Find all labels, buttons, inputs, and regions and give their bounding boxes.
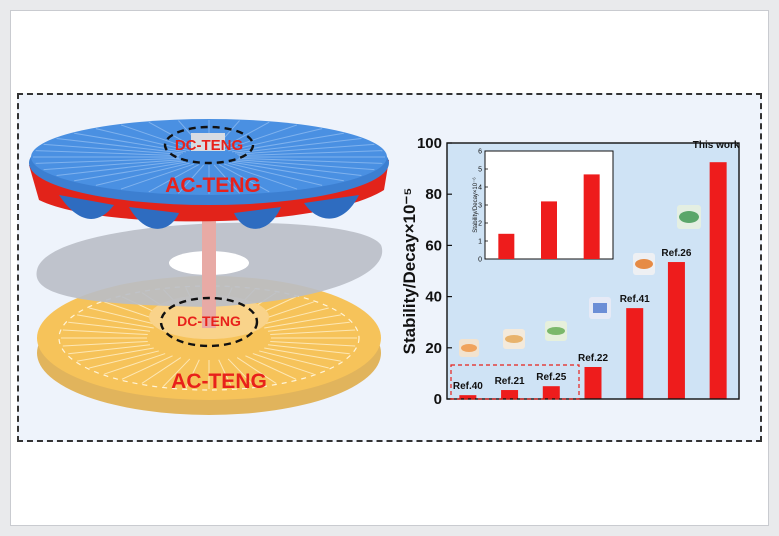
bar-this-work (709, 162, 727, 399)
top-fan (29, 119, 389, 229)
inset-y-tick-label: 4 (478, 185, 482, 192)
inset-bar (498, 233, 515, 259)
bottom-dashed-ellipse (159, 296, 259, 348)
inset-y-tick-label: 1 (478, 239, 482, 246)
plot-frame (446, 142, 740, 400)
thumbnail-ref26 (677, 205, 701, 229)
inset-y-tick-label: 5 (478, 167, 482, 174)
bar-ref-21 (501, 390, 519, 399)
fan-blades (33, 120, 385, 194)
thumbnail-ref25 (545, 321, 567, 341)
teng-illustration: DC-TENG AC-TENG DC-TENG AC-TENG (29, 119, 389, 415)
category-label: Ref.41 (620, 294, 650, 305)
thumbnail-ref21 (503, 329, 525, 349)
bar-ref-22 (584, 367, 602, 399)
inset-y-tick-label: 0 (478, 257, 482, 264)
y-tick-label: 100 (417, 135, 442, 152)
category-labels: Ref.40 Ref.21 Ref.25 Ref.22 Ref.41 Ref.26 This… (453, 140, 740, 392)
inset-bar (541, 201, 557, 259)
bottom-disc (37, 276, 381, 415)
bar-ref-40 (459, 395, 477, 399)
y-tick-label: 40 (425, 289, 442, 306)
y-tick-label: 60 (425, 237, 442, 254)
category-label: Ref.25 (536, 372, 566, 383)
bar-group (459, 162, 727, 399)
inset-y-tick-label: 2 (478, 221, 482, 228)
category-label: Ref.40 (453, 381, 483, 392)
thumbnail-ref41 (633, 253, 655, 275)
bottom-dc-teng-label: DC-TENG (177, 313, 241, 329)
category-label: This work (693, 140, 740, 151)
inset-y-axis-label: Stability/Decay×10⁻⁶ (472, 177, 479, 233)
y-tick-label: 0 (434, 391, 442, 408)
shaft (202, 210, 216, 328)
inset-bar-group (498, 174, 600, 259)
inset-y-tick-label: 6 (478, 149, 482, 156)
top-ac-teng-label: AC-TENG (165, 174, 261, 197)
thumbnail-ref22 (589, 297, 611, 319)
top-dashed-ellipse (163, 125, 255, 165)
y-tick-label: 80 (425, 186, 442, 203)
highlight-box (450, 364, 580, 400)
inset-chart: 0 1 2 3 4 5 6 Stability/Decay×10⁻⁶ (472, 149, 614, 264)
bar-ref-26 (667, 262, 685, 399)
reference-thumbnails (459, 205, 701, 357)
bar-ref-25 (542, 386, 560, 399)
inset-bar (583, 174, 600, 259)
top-dc-teng-label: DC-TENG (175, 137, 243, 154)
bottom-ac-teng-label: AC-TENG (171, 370, 267, 393)
y-axis-label: Stability/Decay×10⁻⁵ (400, 188, 419, 355)
bar-ref-41 (626, 308, 644, 399)
y-tick-label: 20 (425, 340, 442, 357)
inset-y-tick-label: 3 (478, 203, 482, 210)
category-label: Ref.21 (495, 376, 525, 387)
category-label: Ref.22 (578, 353, 608, 364)
category-label: Ref.26 (661, 248, 691, 259)
inset-y-axis: 0 1 2 3 4 5 6 (478, 149, 488, 264)
thumbnail-ref40 (459, 339, 479, 357)
